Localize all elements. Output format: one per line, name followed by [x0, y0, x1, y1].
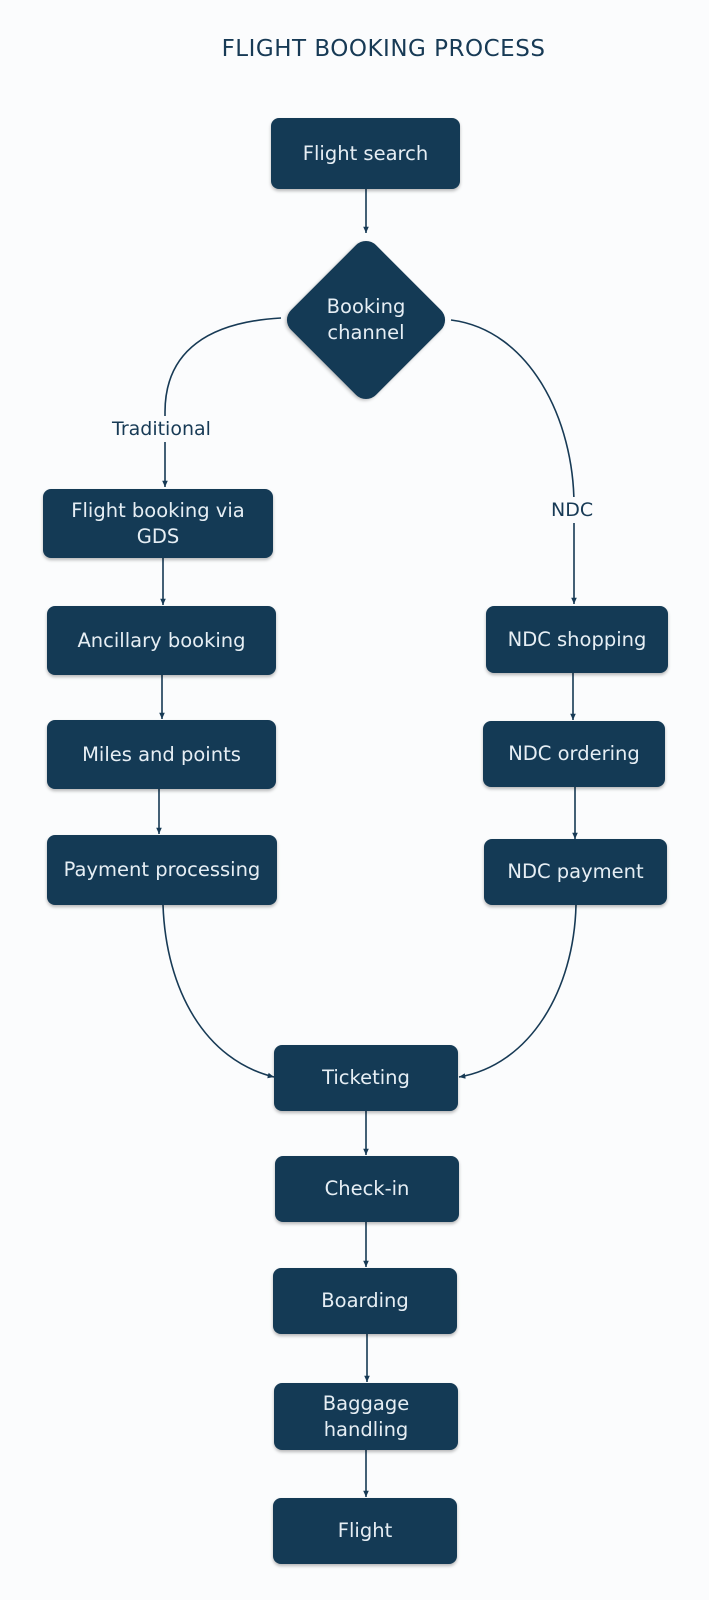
node-baggage-handling: Baggage handling — [274, 1383, 458, 1450]
edge-channel-to-ndc — [450, 319, 577, 604]
node-ndc-shopping: NDC shopping — [486, 606, 668, 673]
node-boarding: Boarding — [273, 1268, 457, 1334]
node-gds-booking: Flight booking via GDS — [43, 489, 273, 558]
booking-channel-label: Booking channel — [326, 295, 406, 344]
edge-ndc-payment-to-ticketing — [458, 904, 577, 1079]
edge-label-traditional: Traditional — [109, 416, 214, 442]
node-ticketing: Ticketing — [274, 1045, 458, 1111]
node-ancillary-booking: Ancillary booking — [47, 606, 276, 675]
node-booking-channel: Booking channel — [281, 235, 451, 405]
edge-label-ndc: NDC — [548, 497, 597, 523]
node-check-in: Check-in — [275, 1156, 459, 1222]
diagram-title: FLIGHT BOOKING PROCESS — [221, 36, 546, 62]
node-ndc-ordering: NDC ordering — [483, 721, 665, 787]
node-payment-processing: Payment processing — [47, 835, 277, 905]
node-flight-search: Flight search — [271, 118, 460, 189]
node-miles-points: Miles and points — [47, 720, 276, 789]
edge-payment-to-ticketing — [162, 904, 275, 1079]
edge-channel-to-gds — [162, 317, 282, 487]
node-flight: Flight — [273, 1498, 457, 1564]
node-ndc-payment: NDC payment — [484, 839, 667, 905]
